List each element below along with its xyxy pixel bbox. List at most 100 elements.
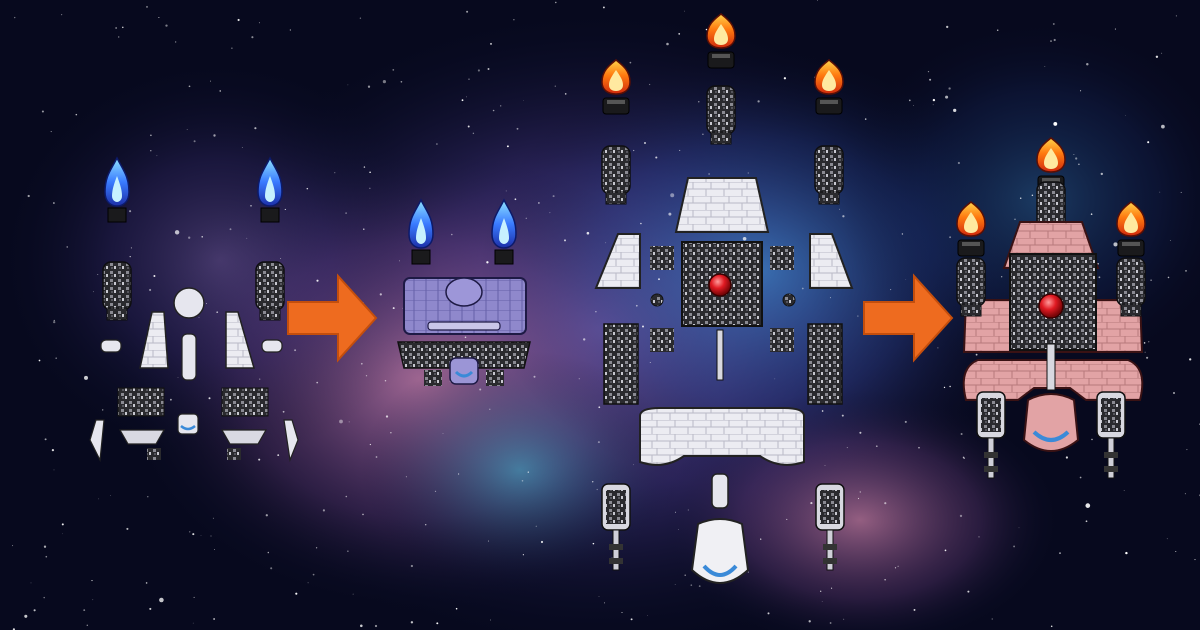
star <box>130 247 132 249</box>
star <box>596 488 598 491</box>
star <box>1146 356 1149 359</box>
star <box>192 622 194 624</box>
star <box>604 602 605 604</box>
star <box>277 454 280 456</box>
star <box>213 618 215 620</box>
claw-right-part-icon <box>227 448 241 460</box>
star <box>212 517 214 519</box>
star <box>14 16 16 19</box>
star <box>829 622 832 624</box>
star <box>1184 493 1186 495</box>
star <box>583 338 586 341</box>
star <box>786 518 788 520</box>
star <box>932 104 934 106</box>
star <box>514 198 517 201</box>
star <box>153 275 156 277</box>
star <box>978 536 980 538</box>
star <box>129 210 132 213</box>
star <box>75 113 78 116</box>
star <box>189 531 191 533</box>
star <box>62 533 63 535</box>
star <box>838 208 841 210</box>
star <box>307 582 309 584</box>
star <box>38 359 41 362</box>
star <box>1113 242 1118 247</box>
star <box>894 567 897 569</box>
star <box>258 458 261 461</box>
star <box>949 236 952 239</box>
star <box>1075 157 1078 160</box>
star <box>747 571 749 573</box>
star <box>1175 551 1177 552</box>
star <box>633 464 635 466</box>
arrow-right-icon <box>863 275 953 361</box>
star <box>975 353 978 356</box>
blue-engine-flame-right-icon <box>257 157 283 223</box>
star <box>359 17 362 19</box>
star <box>159 597 164 603</box>
star <box>555 1 557 4</box>
blue-engine-flame-left-icon <box>104 157 130 223</box>
star <box>1090 213 1093 215</box>
star <box>932 98 936 102</box>
star <box>352 593 354 595</box>
star <box>857 497 860 500</box>
star <box>24 614 28 618</box>
star <box>1125 115 1127 116</box>
star <box>591 480 594 483</box>
star <box>705 28 708 31</box>
top-plate-part-icon <box>674 177 770 233</box>
cannon-left-icon <box>976 391 1006 479</box>
star <box>213 134 216 137</box>
star <box>258 22 260 24</box>
star <box>369 187 371 189</box>
star <box>241 146 243 148</box>
star <box>649 361 651 364</box>
star <box>145 582 148 584</box>
star <box>648 83 651 86</box>
star <box>92 599 94 601</box>
star <box>177 377 179 378</box>
star <box>564 93 567 95</box>
star <box>946 25 949 29</box>
star <box>1150 279 1152 282</box>
star <box>1044 66 1046 68</box>
star <box>379 293 382 296</box>
star <box>466 10 469 13</box>
star <box>126 527 129 530</box>
star <box>348 421 350 423</box>
star <box>193 140 196 143</box>
star <box>316 279 319 282</box>
blue-engine-flame-left-icon <box>408 199 434 265</box>
engine-pod-right-icon <box>1116 257 1146 317</box>
star <box>490 42 492 45</box>
star <box>774 378 776 380</box>
star <box>53 320 56 324</box>
star <box>957 161 961 165</box>
small-ship-parts <box>89 157 299 463</box>
cannon-right-part-icon <box>815 483 845 571</box>
star <box>165 24 168 27</box>
star <box>44 438 47 441</box>
star <box>1159 191 1161 193</box>
star <box>1085 503 1091 508</box>
star <box>658 278 660 281</box>
star <box>186 129 188 131</box>
star <box>472 132 475 135</box>
star <box>345 212 347 214</box>
star <box>1073 153 1075 155</box>
star <box>929 78 932 81</box>
engine-pod-right-icon <box>814 145 844 205</box>
star <box>687 509 689 511</box>
star <box>967 590 970 593</box>
star <box>231 47 233 49</box>
star <box>554 85 556 87</box>
star <box>677 529 679 530</box>
star <box>540 540 544 544</box>
star <box>188 85 191 88</box>
star <box>513 19 515 21</box>
star <box>913 105 914 106</box>
star <box>996 29 999 32</box>
star <box>962 456 965 459</box>
star <box>385 415 389 418</box>
